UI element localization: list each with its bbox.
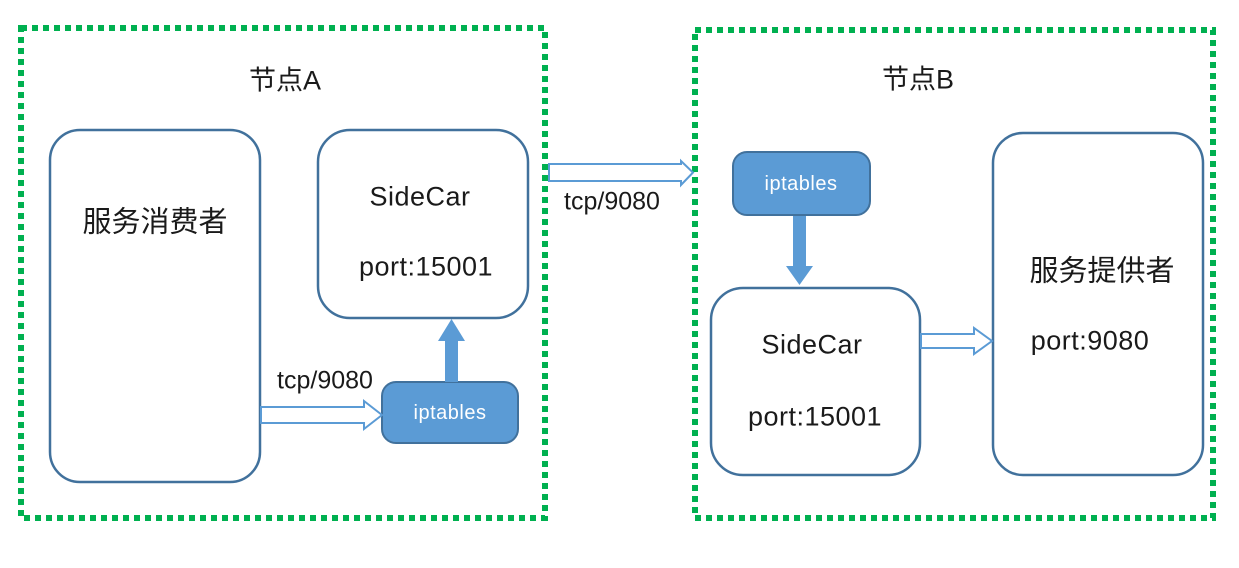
tcp-9080-label-internode: tcp/9080 — [564, 187, 660, 216]
iptables-a-label: iptables — [413, 402, 487, 424]
iptables-b-box — [732, 151, 871, 216]
arrow-iptables-b-to-sidecar-b — [786, 216, 813, 285]
arrow-iptables-a-to-sidecar-a — [438, 319, 465, 382]
sidecar-a-name: SideCar — [369, 181, 471, 212]
node-a-boundary — [18, 25, 548, 521]
arrow-consumer-to-iptables-a — [260, 398, 384, 432]
sidecar-b-box — [709, 286, 922, 477]
sidecar-a-port: port:15001 — [358, 251, 494, 282]
node-b-boundary — [692, 27, 1216, 521]
tcp-9080-label-consumer: tcp/9080 — [277, 366, 373, 395]
service-consumer-label: 服务消费者 — [82, 206, 228, 239]
service-provider-port: port:9080 — [1030, 325, 1150, 356]
iptables-b-label: iptables — [764, 173, 838, 195]
arrow-sidecar-b-to-provider — [920, 326, 994, 356]
service-provider-label: 服务提供者 — [1029, 255, 1175, 288]
sidecar-a-box — [316, 128, 530, 320]
arrow-node-a-to-node-b — [548, 158, 695, 188]
sidecar-b-name: SideCar — [761, 329, 863, 360]
node-b-title: 节点B — [881, 64, 955, 95]
service-consumer-box — [48, 128, 262, 484]
node-a-title: 节点A — [248, 65, 322, 96]
sidecar-b-port: port:15001 — [747, 401, 883, 432]
service-provider-box — [991, 131, 1205, 477]
